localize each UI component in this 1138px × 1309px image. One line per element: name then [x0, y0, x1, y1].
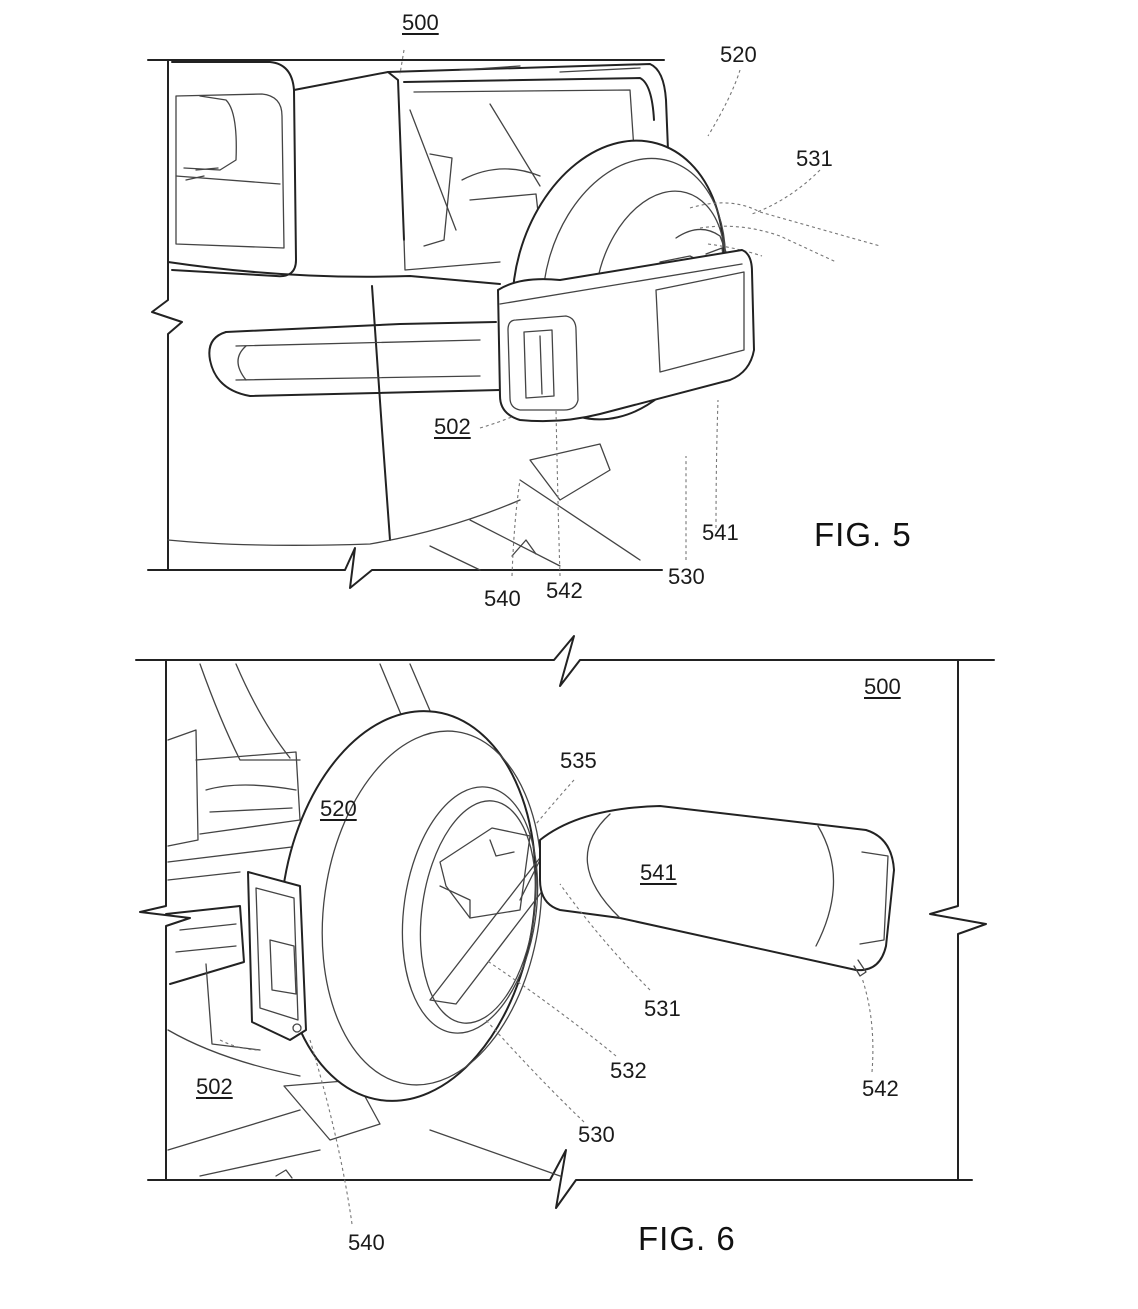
fig6-drawing: [135, 635, 995, 1225]
fig6-label-535: 535: [560, 748, 597, 773]
fig5-label-540: 540: [484, 586, 521, 611]
fig5-label-502: 502: [434, 414, 471, 439]
fig6-label-530: 530: [578, 1122, 615, 1147]
fig6-label-502: 502: [196, 1074, 233, 1099]
fig5-drawing: [147, 49, 881, 589]
fig6-label-520: 520: [320, 796, 357, 821]
fig5-label-520: 520: [720, 42, 757, 67]
fig6-label-500: 500: [864, 674, 901, 699]
fig5-label-500: 500: [402, 10, 439, 35]
fig6-label-542: 542: [862, 1076, 899, 1101]
fig5-label-542: 542: [546, 578, 583, 603]
fig5-label-531: 531: [796, 146, 833, 171]
fig6-label-541: 541: [640, 860, 677, 885]
fig6-caption: FIG. 6: [638, 1220, 736, 1257]
fig6-label-540: 540: [348, 1230, 385, 1255]
fig5-caption: FIG. 5: [814, 516, 912, 553]
fig5-label-530: 530: [668, 564, 705, 589]
fig6-label-531: 531: [644, 996, 681, 1021]
fig5-label-541: 541: [702, 520, 739, 545]
fig6-label-532: 532: [610, 1058, 647, 1083]
